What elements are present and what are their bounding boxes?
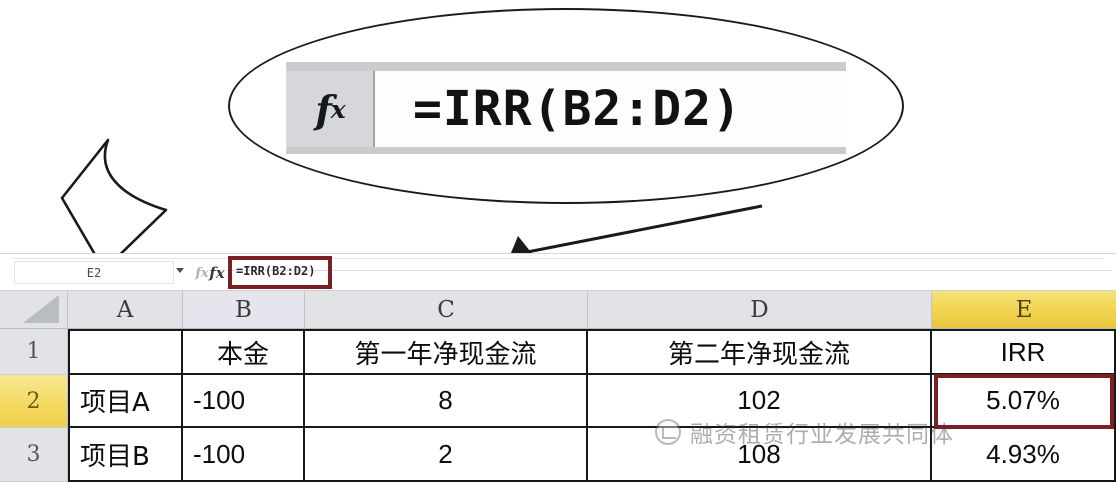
cell-b1[interactable]: 本金 [183, 329, 305, 375]
formula-highlight-annotation [228, 256, 332, 289]
column-header-a[interactable]: A [68, 291, 183, 329]
table-row: 3 项目B -100 2 108 4.93% [0, 428, 1116, 482]
cell-e3[interactable]: 4.93% [932, 428, 1116, 482]
formula-input[interactable] [232, 259, 1112, 287]
cell-e2[interactable]: 5.07% [932, 375, 1116, 428]
cell-b2[interactable]: -100 [183, 375, 305, 428]
cell-c1[interactable]: 第一年净现金流 [305, 329, 588, 375]
cell-b3[interactable]: -100 [183, 428, 305, 482]
column-header-c[interactable]: C [305, 291, 588, 329]
fx-icon[interactable]: fx [209, 264, 225, 282]
fx-icon-subscript: x [330, 94, 346, 124]
column-header-d[interactable]: D [588, 291, 932, 329]
select-all-corner[interactable] [0, 291, 68, 329]
name-box[interactable]: E2 [14, 261, 174, 284]
column-header-b[interactable]: B [183, 291, 305, 329]
cell-c2[interactable]: 8 [305, 375, 588, 428]
cell-c3[interactable]: 2 [305, 428, 588, 482]
cell-d2[interactable]: 102 [588, 375, 932, 428]
excel-formula-toolbar: E2 fx fx [0, 253, 1116, 291]
cell-a3[interactable]: 项目B [68, 428, 183, 482]
cell-e1[interactable]: IRR [932, 329, 1116, 375]
fx-icon-letter: f [315, 86, 331, 132]
column-header-e[interactable]: E [932, 291, 1116, 329]
row-header-1[interactable]: 1 [0, 329, 68, 375]
cell-a1[interactable] [68, 329, 183, 375]
formula-bar-text: =IRR(B2:D2) [236, 264, 316, 278]
chevron-down-icon[interactable] [176, 268, 184, 273]
table-row: 1 本金 第一年净现金流 第二年净现金流 IRR [0, 329, 1116, 375]
cell-d3[interactable]: 108 [588, 428, 932, 482]
magnified-formula-text: =IRR(B2:D2) [375, 71, 846, 147]
cell-a2[interactable]: 项目A [68, 375, 183, 428]
cell-d1[interactable]: 第二年净现金流 [588, 329, 932, 375]
table-row: 2 项目A -100 8 102 5.07% [0, 375, 1116, 428]
row-header-3[interactable]: 3 [0, 428, 68, 482]
spreadsheet-grid: A B C D E 1 本金 第一年净现金流 第二年净现金流 IRR 2 项目A… [0, 291, 1116, 482]
insert-function-icon[interactable]: fx [195, 265, 209, 281]
column-header-row: A B C D E [0, 291, 1116, 329]
row-header-2[interactable]: 2 [0, 375, 68, 428]
